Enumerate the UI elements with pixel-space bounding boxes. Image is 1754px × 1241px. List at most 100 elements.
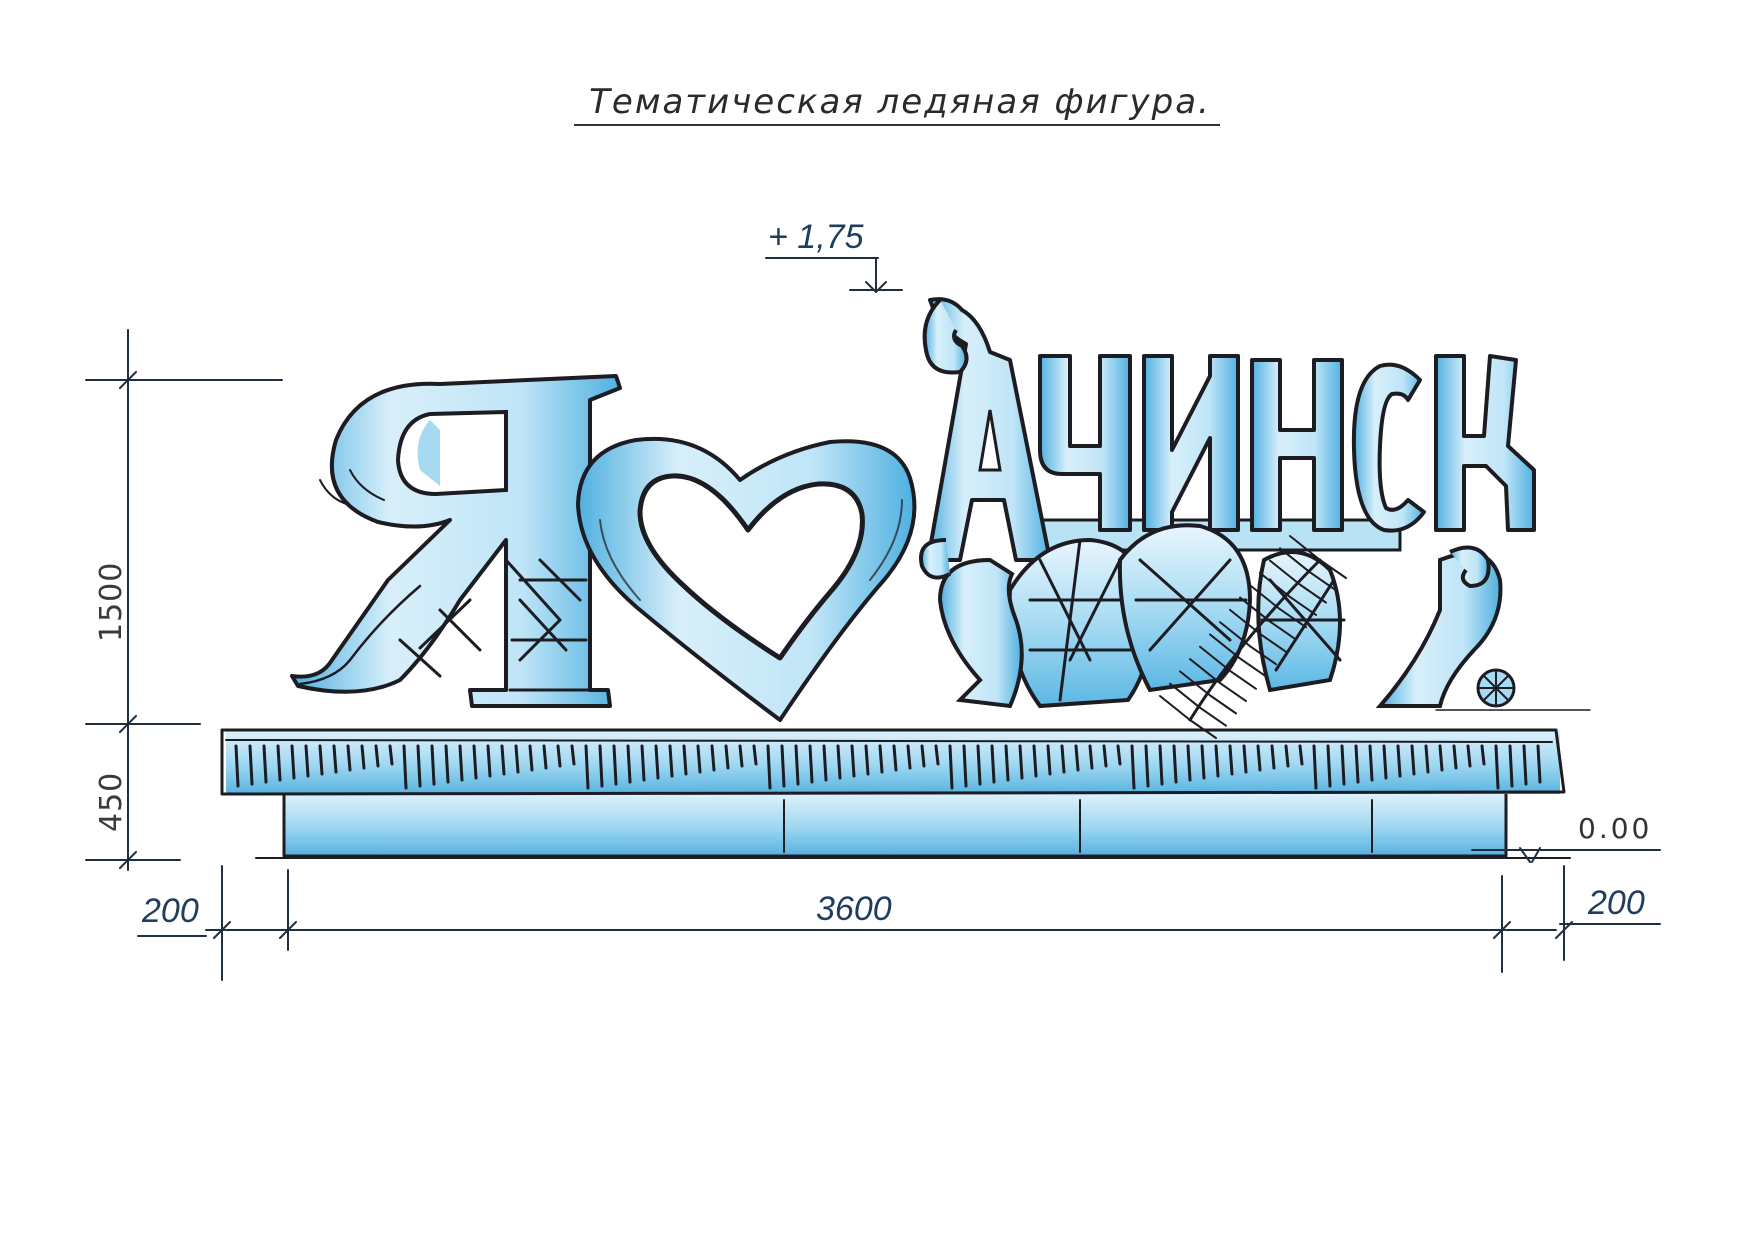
- slab-icicle: [290, 744, 296, 780]
- slab-icicle: [934, 744, 940, 766]
- slab-icicle: [556, 744, 562, 768]
- slab-icicle: [1452, 744, 1458, 770]
- slab-icicle: [906, 744, 912, 770]
- snowflake-icon: [1476, 668, 1516, 708]
- slab-icicle: [1088, 744, 1094, 770]
- slab-icicle: [668, 744, 674, 778]
- fir-needle: [1249, 584, 1307, 629]
- title-underline: [574, 124, 1220, 126]
- slab-icicle: [1270, 744, 1276, 770]
- slab-icicle: [1018, 744, 1024, 780]
- slab-icicle: [1424, 744, 1430, 774]
- fir-needle: [1159, 695, 1217, 739]
- slab-icicle: [318, 744, 324, 776]
- slab-icicle: [500, 744, 506, 776]
- slab-icicle: [1382, 744, 1388, 780]
- slab-icicle: [766, 744, 772, 790]
- fir-needle: [1289, 535, 1347, 579]
- elevation-mark: + 1,75: [768, 218, 864, 256]
- plinth-lower: [284, 793, 1506, 855]
- base-length-label: 3600: [816, 890, 892, 928]
- slab-icicle: [248, 744, 254, 786]
- slab-icicle: [584, 744, 590, 790]
- fir-needle: [1189, 658, 1247, 703]
- base-height-label: 450: [94, 771, 129, 832]
- fir-needle: [1219, 621, 1277, 666]
- slab-icicle: [1228, 744, 1234, 776]
- slab-icicle: [794, 744, 800, 786]
- slab-icicle: [570, 744, 576, 766]
- slab-icicle: [1200, 744, 1206, 780]
- slab-icicle: [626, 744, 632, 784]
- slab-icicle: [472, 744, 478, 780]
- slab-icicle: [1102, 744, 1108, 768]
- slab-icicle: [892, 744, 898, 772]
- fir-needle: [1169, 682, 1227, 727]
- fir-needle: [1279, 547, 1337, 592]
- level-mark: 0.00: [1578, 812, 1653, 845]
- slab-icicle: [1368, 744, 1374, 782]
- slab-icicle: [1340, 744, 1346, 786]
- figure-height-label: 1500: [94, 561, 129, 642]
- slab-icicle: [1172, 744, 1178, 784]
- slab-icicle: [304, 744, 310, 778]
- slab-icicle: [990, 744, 996, 784]
- slab-icicle: [1396, 744, 1402, 778]
- slab-icicle: [710, 744, 716, 772]
- slab-icicle: [920, 744, 926, 768]
- ornament-wheels: [1007, 523, 1346, 709]
- slab-icicle: [1536, 744, 1542, 784]
- slab-icicle: [1480, 744, 1486, 766]
- slab-icicle: [1004, 744, 1010, 782]
- fir-needle: [1239, 596, 1297, 641]
- slab-icicle: [374, 744, 380, 768]
- slab-icicle: [962, 744, 968, 788]
- slab-icicle: [850, 744, 856, 778]
- slab-icicle: [724, 744, 730, 770]
- slab-icicle: [332, 744, 338, 774]
- slab-icicle: [486, 744, 492, 778]
- slab-icicle: [598, 744, 604, 788]
- slab-icicle-pattern: [234, 744, 1542, 790]
- slab-icicle: [1074, 744, 1080, 772]
- slab-icicle: [1466, 744, 1472, 768]
- slab-icicle: [780, 744, 786, 788]
- slab-icicle: [1214, 744, 1220, 778]
- slab-icicle: [612, 744, 618, 786]
- slab-icicle: [1284, 744, 1290, 768]
- slab-icicle: [1116, 744, 1122, 766]
- slab-icicle: [416, 744, 422, 788]
- slab-icicle: [346, 744, 352, 772]
- heart-sculpture: [576, 436, 917, 722]
- slab-icicle: [878, 744, 884, 774]
- slab-icicle: [864, 744, 870, 776]
- slab-icicle: [444, 744, 450, 784]
- slab-icicle: [696, 744, 702, 774]
- slab-icicle: [388, 744, 394, 766]
- slab-icicle: [528, 744, 534, 772]
- fir-needle: [1209, 633, 1267, 678]
- slab-icicle: [1354, 744, 1360, 784]
- slab-icicle: [1438, 744, 1444, 772]
- drawing-title: Тематическая ледяная фигура.: [589, 82, 1211, 122]
- pedestal: [220, 728, 1566, 858]
- slab-icicle: [948, 744, 954, 790]
- slab-icicle: [1494, 744, 1500, 790]
- fir-needle: [1259, 571, 1317, 616]
- slab-icicle: [836, 744, 842, 780]
- slab-icicle: [402, 744, 408, 790]
- slab-icicle: [1186, 744, 1192, 782]
- dimension-lines: [85, 257, 1661, 981]
- slab-icicle: [1312, 744, 1318, 790]
- slab-icicle: [1144, 744, 1150, 788]
- fir-needle: [1269, 559, 1327, 604]
- slab-icicle: [1410, 744, 1416, 776]
- slab-icicle: [1522, 744, 1528, 786]
- letter-ya-sculpture: [290, 374, 622, 708]
- slab-icicle: [1298, 744, 1304, 766]
- slab-icicle: [1060, 744, 1066, 774]
- slab-icicle: [234, 744, 240, 788]
- slab-icicle: [1046, 744, 1052, 776]
- fir-branch-icon: [1159, 535, 1347, 739]
